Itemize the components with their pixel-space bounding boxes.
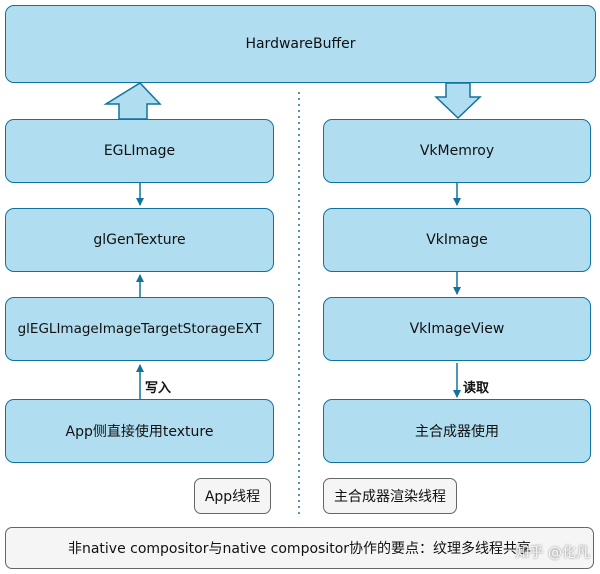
compositor-use-box: 主合成器使用 [323,399,591,463]
vkimageview-box: VkImageView [323,297,591,361]
vkimageview-label: VkImageView [409,321,505,337]
vkimage-label: VkImage [426,232,488,248]
compositor-use-label: 主合成器使用 [415,424,499,440]
compositor-thread-label: 主合成器渲染线程 [323,478,457,514]
glgentexture-box: glGenTexture [5,208,274,272]
vkmemroy-box: VkMemroy [323,119,591,183]
app-texture-label: App侧直接使用texture [65,424,214,440]
app-texture-box: App侧直接使用texture [5,399,274,463]
write-edge-label: 写入 [145,381,172,396]
app-thread-label: App线程 [194,478,271,514]
eglimage-label: EGLImage [103,143,176,159]
read-edge-label: 读取 [463,381,490,396]
watermark: 知乎 @化凡 [515,545,590,561]
footer-note: 非native compositor与native compositor协作的要… [5,527,594,569]
block-arrow-up [103,82,162,120]
hardwarebuffer-label: HardwareBuffer [245,36,356,52]
block-arrow-down [434,82,482,120]
glgentexture-label: glGenTexture [93,232,186,248]
footer-text: 非native compositor与native compositor协作的要… [67,541,532,557]
app-thread-text: App线程 [204,489,261,505]
egl-target-storage-box: glEGLImageImageTargetStorageEXT [5,297,274,361]
compositor-thread-text: 主合成器渲染线程 [334,489,446,505]
vkimage-box: VkImage [323,208,591,272]
vkmemroy-label: VkMemroy [419,143,495,159]
hardwarebuffer-box: HardwareBuffer [5,5,596,83]
eglimage-box: EGLImage [5,119,274,183]
egl-target-storage-label: glEGLImageImageTargetStorageEXT [17,321,262,337]
